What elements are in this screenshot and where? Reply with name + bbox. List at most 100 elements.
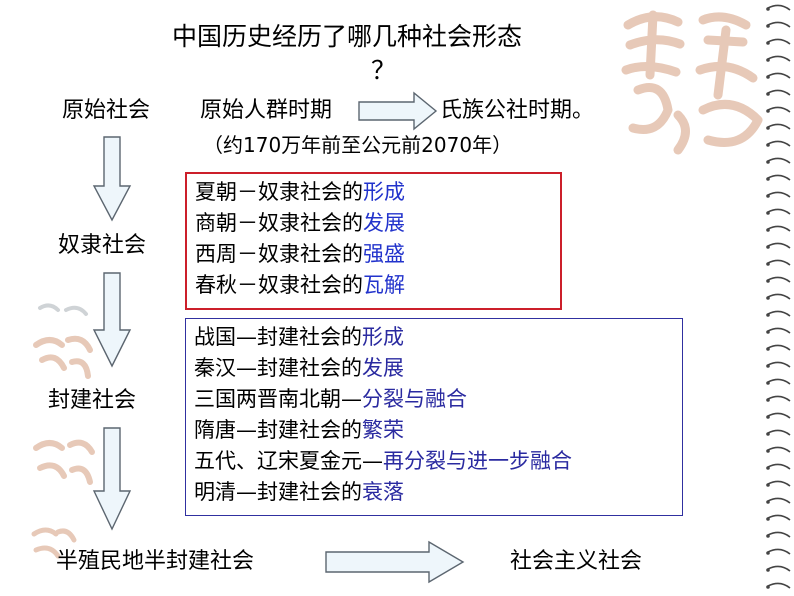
spiral-ring xyxy=(767,157,791,164)
spiral-ring xyxy=(767,140,791,147)
feudal-periods-box: 战国—封建社会的形成 秦汉—封建社会的发展 三国两晋南北朝—分裂与融合 隋唐—封… xyxy=(185,318,683,516)
spiral-ring xyxy=(767,276,791,283)
feudal-row: 五代、辽宋夏金元—再分裂与进一步融合 xyxy=(194,449,572,473)
spiral-ring xyxy=(767,293,791,300)
spiral-hole xyxy=(766,58,770,62)
spiral-ring xyxy=(767,412,791,419)
stage-label-primitive: 原始社会 xyxy=(62,98,151,123)
period-clan-commune: 氏族公社时期。 xyxy=(440,98,595,123)
down-arrow-icon xyxy=(92,427,132,531)
spiral-ring xyxy=(767,327,791,334)
spiral-hole xyxy=(766,75,770,79)
spiral-ring xyxy=(767,429,791,436)
seal-stamp-icon xyxy=(621,10,763,155)
spiral-ring xyxy=(767,463,791,470)
spiral-ring xyxy=(767,225,791,232)
spiral-ring xyxy=(767,582,791,589)
feudal-row: 明清—封建社会的衰落 xyxy=(194,480,404,504)
spiral-hole xyxy=(766,92,770,96)
spiral-hole xyxy=(766,517,770,521)
spiral-ring xyxy=(767,4,791,11)
spiral-hole xyxy=(766,245,770,249)
spiral-ring xyxy=(767,89,791,96)
spiral-hole xyxy=(766,483,770,487)
spiral-ring xyxy=(767,497,791,504)
feudal-row: 三国两晋南北朝—分裂与融合 xyxy=(194,387,467,411)
spiral-hole xyxy=(766,534,770,538)
spiral-hole xyxy=(766,279,770,283)
spiral-hole xyxy=(766,449,770,453)
spiral-hole xyxy=(766,7,770,11)
spiral-hole xyxy=(766,228,770,232)
spiral-ring xyxy=(767,123,791,130)
horizontal-arrow-icon xyxy=(325,540,465,584)
spiral-hole xyxy=(766,347,770,351)
spiral-hole xyxy=(766,109,770,113)
spiral-hole xyxy=(766,432,770,436)
down-arrow-icon xyxy=(92,136,132,222)
slavery-row: 西周－奴隶社会的强盛 xyxy=(195,242,405,266)
stage-label-feudal: 封建社会 xyxy=(48,388,137,413)
feudal-row: 秦汉—封建社会的发展 xyxy=(194,356,404,380)
spiral-hole xyxy=(766,24,770,28)
spiral-hole xyxy=(766,41,770,45)
spiral-ring xyxy=(767,378,791,385)
spiral-ring xyxy=(767,55,791,62)
spiral-hole xyxy=(766,262,770,266)
spiral-hole xyxy=(766,126,770,130)
spiral-ring xyxy=(767,259,791,266)
horizontal-arrow-icon xyxy=(358,91,438,131)
spiral-binding-icon xyxy=(766,4,791,589)
spiral-ring xyxy=(767,174,791,181)
period-primitive-horde: 原始人群时期 xyxy=(200,98,333,123)
spiral-ring xyxy=(767,446,791,453)
spiral-ring xyxy=(767,395,791,402)
seal-stamp-icon xyxy=(33,439,95,485)
spiral-ring xyxy=(767,514,791,521)
spiral-ring xyxy=(767,21,791,28)
spiral-hole xyxy=(766,194,770,198)
spiral-hole xyxy=(766,211,770,215)
down-arrow-icon xyxy=(92,272,132,368)
spiral-ring xyxy=(767,361,791,368)
spiral-ring xyxy=(767,191,791,198)
spiral-hole xyxy=(766,177,770,181)
spiral-hole xyxy=(766,330,770,334)
spiral-hole xyxy=(766,415,770,419)
spiral-ring xyxy=(767,310,791,317)
slavery-periods-box: 夏朝－奴隶社会的形成 商朝－奴隶社会的发展 西周－奴隶社会的强盛 春秋－奴隶社会… xyxy=(185,172,562,310)
spiral-hole xyxy=(766,296,770,300)
seal-stamp-icon xyxy=(31,527,77,559)
slavery-row: 商朝－奴隶社会的发展 xyxy=(195,211,405,235)
spiral-ring xyxy=(767,106,791,113)
spiral-ring xyxy=(767,531,791,538)
spiral-ring xyxy=(767,72,791,79)
spiral-hole xyxy=(766,143,770,147)
spiral-ring xyxy=(767,480,791,487)
spiral-ring xyxy=(767,548,791,555)
stage-label-socialist: 社会主义社会 xyxy=(510,549,643,574)
primitive-date-range: （约170万年前至公元前2070年） xyxy=(203,133,513,157)
spiral-ring xyxy=(767,344,791,351)
stage-label-semi-colonial: 半殖民地半封建社会 xyxy=(56,549,255,574)
feudal-row: 战国—封建社会的形成 xyxy=(194,325,404,349)
spiral-ring xyxy=(767,565,791,572)
spiral-hole xyxy=(766,313,770,317)
spiral-ring xyxy=(767,38,791,45)
spiral-hole xyxy=(766,160,770,164)
spiral-hole xyxy=(766,398,770,402)
spiral-hole xyxy=(766,364,770,368)
feudal-row: 隋唐—封建社会的繁荣 xyxy=(194,418,404,442)
spiral-hole xyxy=(766,585,770,589)
slavery-row: 夏朝－奴隶社会的形成 xyxy=(195,180,405,204)
spiral-hole xyxy=(766,500,770,504)
stage-label-slavery: 奴隶社会 xyxy=(58,233,147,258)
spiral-ring xyxy=(767,208,791,215)
seal-stamp-icon xyxy=(33,303,93,379)
spiral-hole xyxy=(766,568,770,572)
slavery-row: 春秋－奴隶社会的瓦解 xyxy=(195,273,405,297)
page-title-question-mark: ？ xyxy=(371,56,397,85)
spiral-hole xyxy=(766,551,770,555)
spiral-hole xyxy=(766,381,770,385)
page-title: 中国历史经历了哪几种社会形态 xyxy=(172,22,523,51)
